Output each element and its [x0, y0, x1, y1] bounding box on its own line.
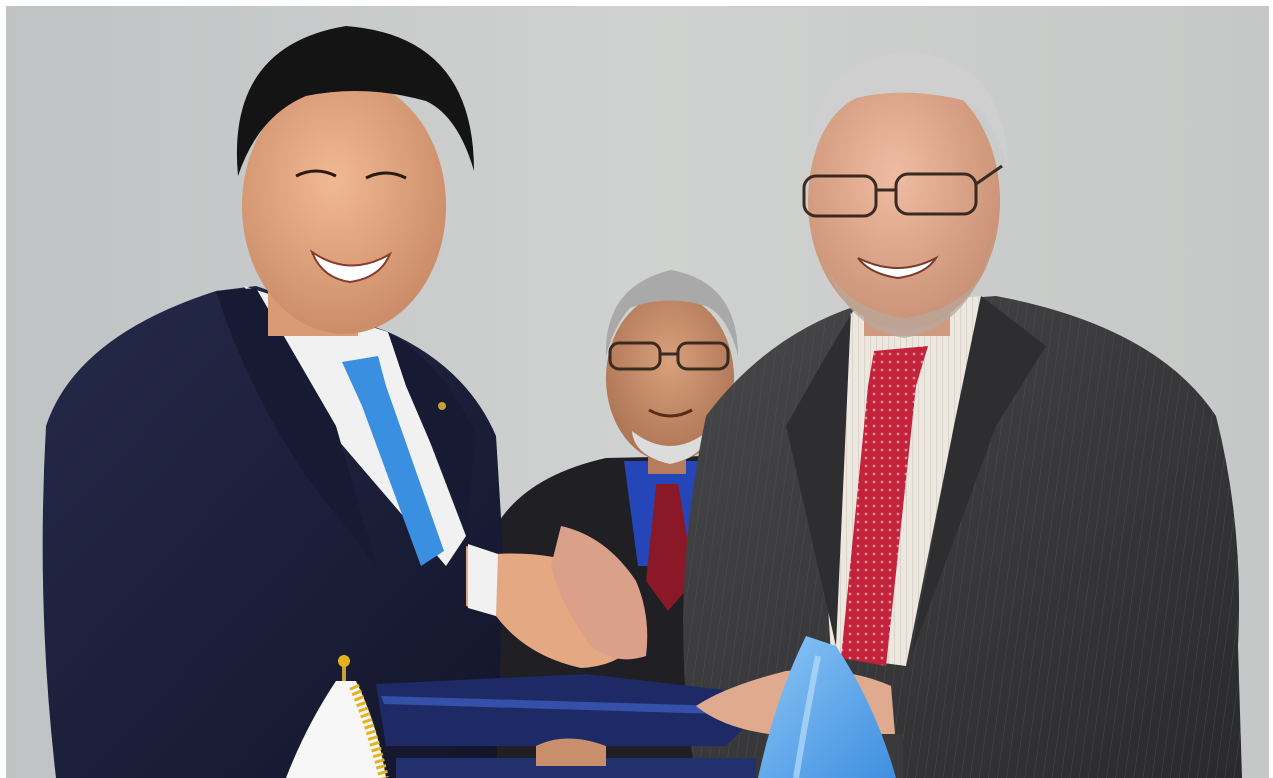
right-man-hair	[807, 52, 1008, 176]
middle-man-glasses	[608, 341, 730, 371]
left-man	[42, 26, 505, 778]
folder-bottom	[396, 758, 756, 778]
middle-man-hand	[536, 738, 606, 766]
right-man-beard	[818, 236, 994, 338]
left-man-lapel-right	[388, 332, 476, 526]
left-man-hair	[236, 26, 474, 176]
folder-top	[376, 674, 776, 746]
left-man-face	[242, 78, 446, 334]
folder-edge	[381, 696, 726, 714]
left-man-lapel	[216, 288, 376, 566]
middle-man-beard	[632, 431, 708, 464]
right-man-lapel-right	[911, 296, 1046, 656]
left-man-right-eye	[365, 171, 407, 180]
right-man-lapel-left	[786, 306, 856, 646]
right-man-face	[808, 73, 1000, 329]
handshake	[466, 526, 648, 668]
right-man-hand	[551, 526, 648, 660]
middle-man-face	[606, 294, 734, 462]
middle-man-hair	[605, 270, 738, 356]
blue-flag	[758, 636, 896, 778]
middle-man-smile	[648, 408, 693, 418]
photo-scene	[6, 6, 1269, 778]
left-man-lapel-pin	[438, 402, 446, 410]
left-man-left-eye	[295, 169, 337, 178]
right-man-smile	[857, 255, 939, 280]
right-man-tie	[841, 346, 928, 666]
white-flag	[286, 655, 389, 778]
left-man-smile	[309, 249, 393, 284]
left-man-cuff	[468, 544, 498, 616]
middle-man-tie	[646, 484, 694, 611]
left-man-tie	[342, 356, 444, 566]
right-man-glasses	[802, 164, 1003, 218]
signing-ceremony-photo	[6, 6, 1269, 778]
